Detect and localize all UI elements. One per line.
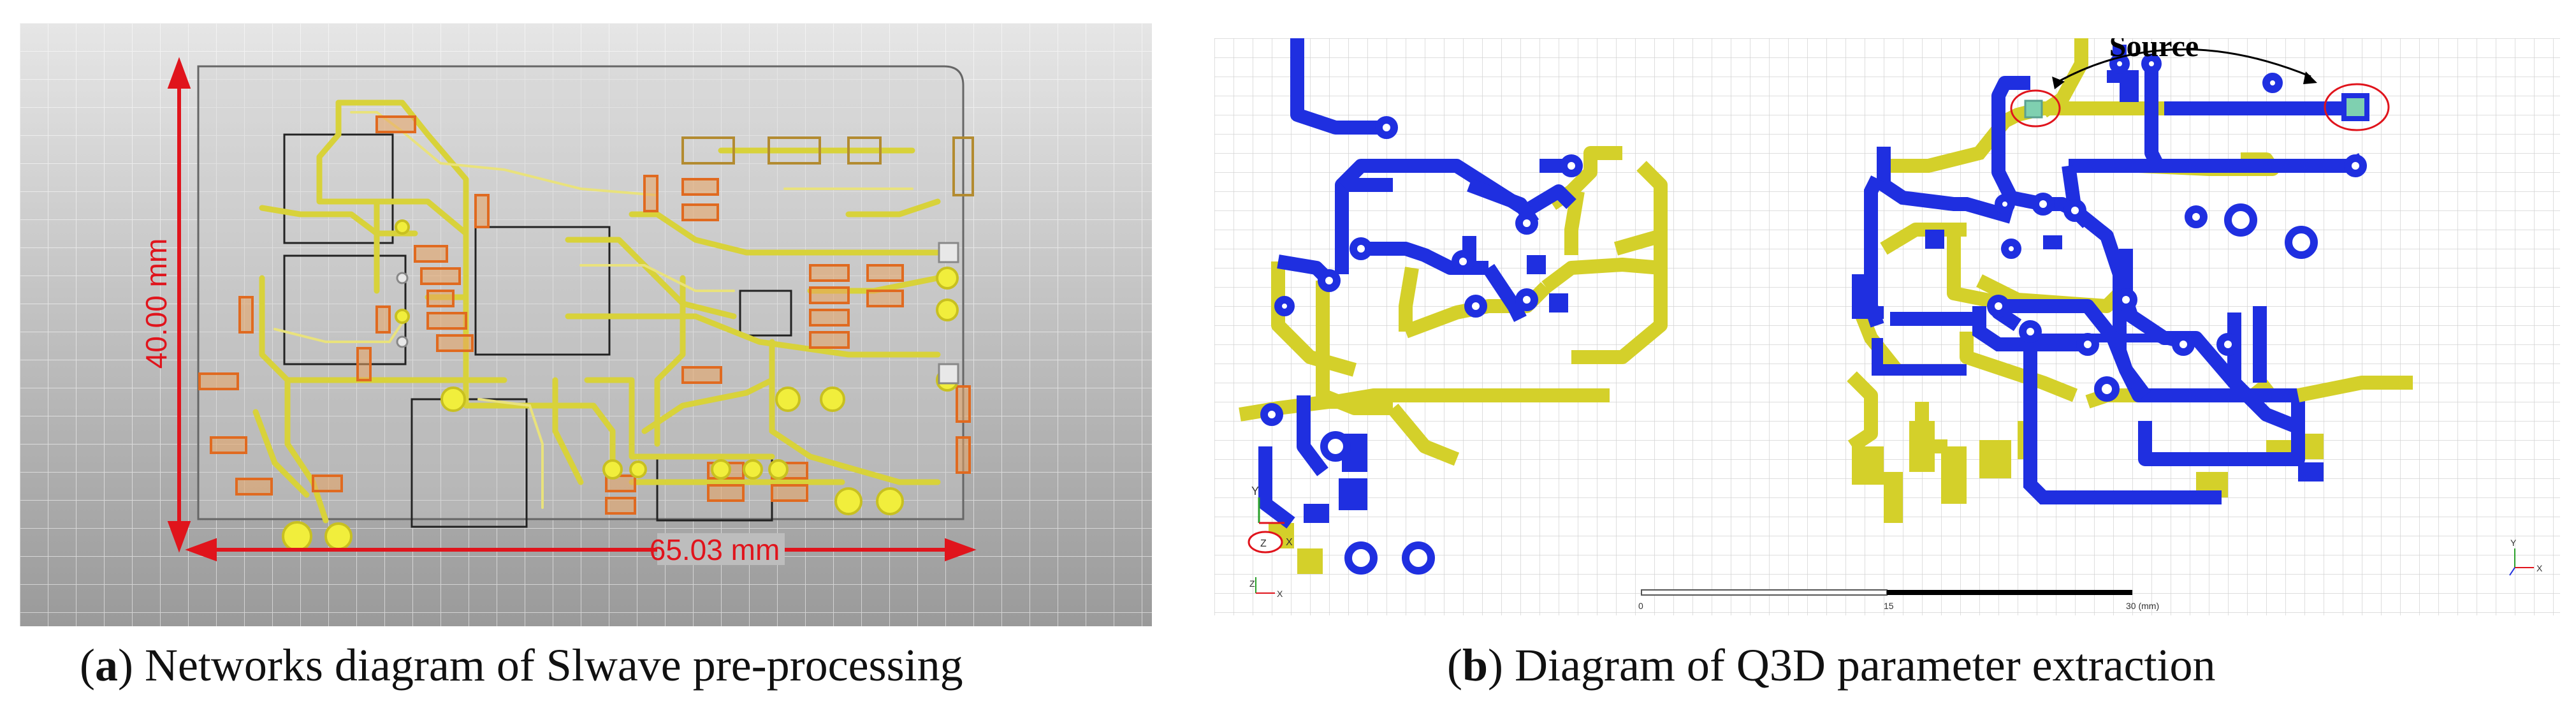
source-label: Source [2109, 38, 2199, 63]
svg-text:X: X [1277, 589, 1283, 599]
svg-text:Y: Y [2510, 538, 2517, 548]
svg-text:Z: Z [1249, 578, 1255, 589]
blue-trace-bottom [2023, 332, 2222, 504]
dim-horizontal-label: 65.03 mm [650, 533, 780, 566]
caption-a-text: Networks diagram of Slwave pre-processin… [144, 640, 963, 691]
source-arrow-curve [2055, 48, 2311, 84]
source-marker-left [2024, 99, 2043, 119]
yellow-pads [1269, 421, 2324, 574]
scale-tick-30: 30 (mm) [2126, 601, 2159, 611]
scale-tick-0: 0 [1638, 601, 1643, 611]
source-arrowhead-left [2052, 77, 2065, 89]
source-circle-left [2010, 89, 2061, 128]
dim-vertical-label: 40.00 mm [140, 239, 173, 369]
yellow-trace-right [2296, 376, 2413, 402]
svg-text:Z: Z [1260, 538, 1267, 549]
blue-trace-left-connector [1872, 338, 1967, 376]
caption-b-letter: b [1462, 640, 1488, 691]
slwave-pcb-canvas: 65.03 mm 40.00 mm [20, 23, 1152, 626]
dim-label-bg [657, 533, 785, 565]
q3d-canvas: Source 0 15 30 (mm) Y X Z Z X Y X [1214, 29, 2560, 615]
svg-text:Y: Y [1251, 485, 1259, 497]
axis-triad-right: Y X [2509, 538, 2543, 576]
source-marker-right [2341, 93, 2369, 121]
caption-a: (a) Networks diagram of Slwave pre-proce… [80, 640, 963, 691]
source-circle-right [2324, 83, 2390, 131]
yellow-traces [252, 99, 947, 524]
svg-text:X: X [1286, 537, 1293, 548]
svg-text:X: X [2536, 563, 2543, 573]
blue-trace-left-vertical [1877, 147, 2014, 224]
packages [681, 136, 974, 196]
dimension-lines [167, 57, 977, 562]
thin-yellow-traces [273, 111, 913, 509]
caption-b-text: Diagram of Q3D parameter extraction [1515, 640, 2216, 691]
small-vias [396, 242, 959, 385]
component-outlines [283, 133, 792, 528]
panel-b-q3d-diagram: Source 0 15 30 (mm) Y X Z Z X Y X [1214, 29, 2560, 615]
source-arrowhead-right [2303, 71, 2317, 84]
source-stub [2039, 38, 2088, 118]
caption-b: (b) Diagram of Q3D parameter extraction [1447, 640, 2216, 691]
panel-a-slwave-diagram: 65.03 mm 40.00 mm [20, 23, 1152, 626]
blue-trace-left-drop [1864, 175, 1884, 328]
axis-triad-left: Y X Z Z X [1248, 485, 1293, 599]
scale-tick-15: 15 [1884, 601, 1894, 611]
scale-bar: 0 15 30 (mm) [1638, 589, 2159, 611]
blue-vias [1260, 54, 2367, 575]
caption-a-letter: a [94, 640, 118, 691]
blue-trace-thin [2024, 334, 2185, 349]
